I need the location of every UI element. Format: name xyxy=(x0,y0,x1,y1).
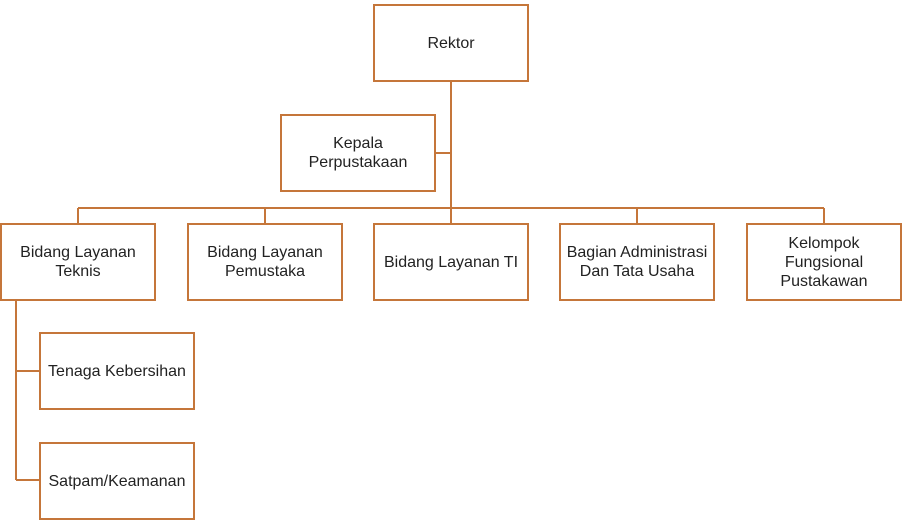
node-bagian-administrasi: Bagian Administrasi Dan Tata Usaha xyxy=(559,223,715,301)
node-tenaga-kebersihan: Tenaga Kebersihan xyxy=(39,332,195,410)
node-label: Tenaga Kebersihan xyxy=(48,362,186,380)
node-label: Rektor xyxy=(427,34,475,52)
node-label: Kelompok Fungsional Pustakawan xyxy=(780,234,868,290)
node-bidang-layanan-teknis: Bidang Layanan Teknis xyxy=(0,223,156,301)
node-label: Satpam/Keamanan xyxy=(48,472,186,490)
node-rektor: Rektor xyxy=(373,4,529,82)
node-label: Kepala Perpustakaan xyxy=(308,135,408,171)
node-bidang-layanan-ti: Bidang Layanan TI xyxy=(373,223,529,301)
node-label: Bidang Layanan Pemustaka xyxy=(207,244,323,280)
node-label: Bidang Layanan TI xyxy=(383,253,519,271)
node-bidang-layanan-pemustaka: Bidang Layanan Pemustaka xyxy=(187,223,343,301)
node-label: Bagian Administrasi Dan Tata Usaha xyxy=(566,244,708,280)
node-kepala-perpustakaan: Kepala Perpustakaan xyxy=(280,114,436,192)
node-satpam-keamanan: Satpam/Keamanan xyxy=(39,442,195,520)
node-label: Bidang Layanan Teknis xyxy=(20,244,136,280)
node-kelompok-fungsional: Kelompok Fungsional Pustakawan xyxy=(746,223,902,301)
